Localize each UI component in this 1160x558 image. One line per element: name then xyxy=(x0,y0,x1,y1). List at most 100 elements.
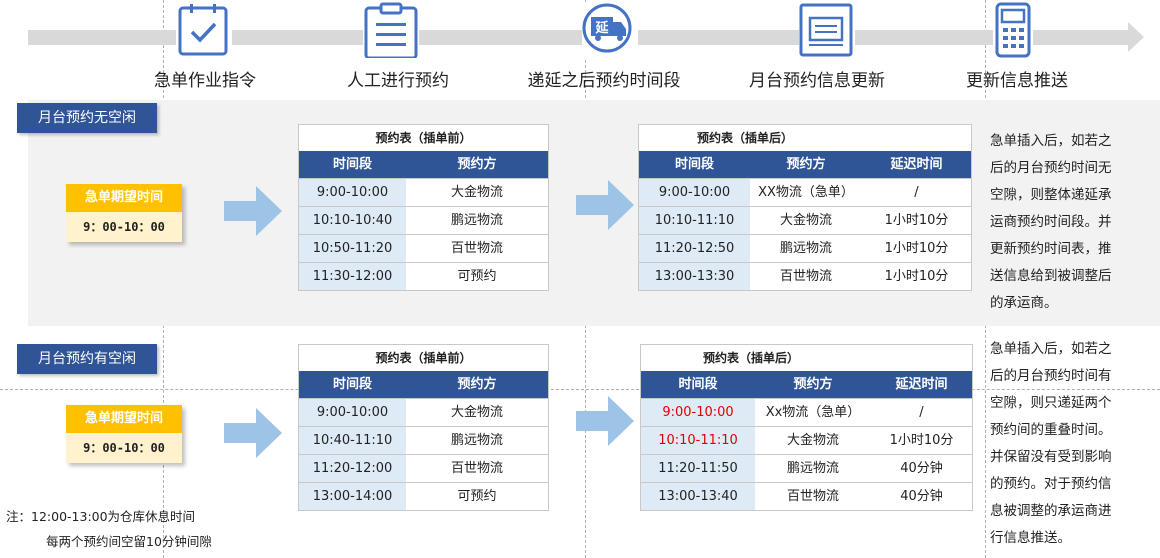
header-cell: 预约方 xyxy=(457,377,497,392)
description-line: 后的月台预约时间有 xyxy=(990,368,1112,384)
step-label-2: 人工进行预约 xyxy=(347,71,449,91)
table-row: 13:00-13:30 百世物流 1小时10分 xyxy=(639,262,971,290)
description-line: 急单插入后，如若之 xyxy=(990,341,1112,357)
description-line: 急单插入后，如若之 xyxy=(990,133,1112,149)
table-row: 13:00-14:00 可预约 xyxy=(299,482,548,510)
description-line: 行信息推送。 xyxy=(990,530,1071,546)
table-row: 11:20-12:00 百世物流 xyxy=(299,454,548,482)
scenario2-after-table: 预约表（插单后） 时间段 预约方 延迟时间 9:00-10:00 Xx物流（急单… xyxy=(640,344,973,511)
header-cell: 时间段 xyxy=(332,377,372,392)
scenario2-expected-time: 急单期望时间 9：00-10：00 xyxy=(66,405,182,463)
table-row: 13:00-13:40 百世物流 40分钟 xyxy=(641,482,972,510)
table-title: 预约表（插单前） xyxy=(375,351,472,365)
scenario1-expected-time: 急单期望时间 9：00-10：00 xyxy=(66,184,182,242)
description-line: 空隙，则只递延两个 xyxy=(990,395,1112,411)
carrier-cell: 鹏远物流 xyxy=(779,241,832,256)
footnote-gap-rule: 每两个预约间空留10分钟间隙 xyxy=(46,534,212,549)
monitor-update-icon xyxy=(799,3,853,57)
table-row: 11:20-12:50 鹏远物流 1小时10分 xyxy=(639,234,971,262)
scenario1-after-table: 预约表（插单后） 时间段 预约方 延迟时间 9:00-10:00 XX物流（急单… xyxy=(638,124,972,291)
table-title: 预约表（插单后） xyxy=(697,131,794,145)
carrier-cell: 鹏远物流 xyxy=(450,213,503,228)
step-label-5: 更新信息推送 xyxy=(966,71,1068,91)
time-cell: 9:00-10:00 xyxy=(639,179,750,206)
mobile-phone-icon xyxy=(995,2,1031,58)
right-arrow-icon xyxy=(576,180,634,230)
delay-truck-icon: 延 xyxy=(582,3,632,53)
carrier-cell: Xx物流（急单） xyxy=(765,405,861,420)
scenario1-tag: 月台预约无空闲 xyxy=(17,103,157,133)
carrier-cell: 鹏远物流 xyxy=(450,433,503,448)
delay-cell: 40分钟 xyxy=(900,461,943,476)
step-label-1: 急单作业指令 xyxy=(154,71,256,91)
description-line: 送信息给到被调整后 xyxy=(990,268,1112,284)
description-line: 运商预约时间段。并 xyxy=(990,214,1112,230)
time-cell: 13:00-13:40 xyxy=(641,483,755,510)
header-cell: 时间段 xyxy=(674,157,714,172)
description-line: 息被调整的承运商进 xyxy=(990,503,1112,519)
table-row: 10:40-11:10 鹏远物流 xyxy=(299,426,548,454)
header-cell: 时间段 xyxy=(332,157,372,172)
table-header-row: 时间段 预约方 延迟时间 xyxy=(641,371,972,398)
carrier-cell: 百世物流 xyxy=(450,461,503,476)
header-cell: 延迟时间 xyxy=(895,377,948,392)
delay-cell: 1小时10分 xyxy=(889,433,954,448)
carrier-cell: 大金物流 xyxy=(779,213,832,228)
header-cell: 预约方 xyxy=(793,377,833,392)
carrier-cell: 百世物流 xyxy=(786,489,839,504)
time-cell: 10:40-11:10 xyxy=(299,427,406,454)
step-icon-4 xyxy=(799,2,855,58)
description-line: 更新预约时间表，推 xyxy=(990,241,1112,257)
checkbox-icon xyxy=(178,4,228,56)
header-cell: 预约方 xyxy=(457,157,497,172)
scenario1-description: 急单插入后，如若之 后的月台预约时间无 空隙，则整体递延承 运商预约时间段。并 … xyxy=(990,128,1128,317)
expected-time-title: 急单期望时间 xyxy=(66,184,182,212)
table-row: 11:30-12:00 可预约 xyxy=(299,262,548,290)
time-cell: 10:50-11:20 xyxy=(299,235,406,262)
time-cell: 11:20-12:50 xyxy=(639,235,750,262)
carrier-cell: 百世物流 xyxy=(450,241,503,256)
time-cell: 11:30-12:00 xyxy=(299,263,406,290)
delay-cell: 1小时10分 xyxy=(884,213,949,228)
description-line: 并保留没有受到影响 xyxy=(990,449,1112,465)
carrier-cell: XX物流（急单） xyxy=(758,185,854,200)
table-row: 9:00-10:00 XX物流（急单） / xyxy=(639,178,971,206)
scenario2-description: 急单插入后，如若之 后的月台预约时间有 空隙，则只递延两个 预约间的重叠时间。 … xyxy=(990,336,1128,552)
table-row: 10:10-10:40 鹏远物流 xyxy=(299,206,548,234)
table-row: 9:00-10:00 Xx物流（急单） / xyxy=(641,398,972,426)
step-label-4: 月台预约信息更新 xyxy=(749,71,885,91)
carrier-cell: 大金物流 xyxy=(786,433,839,448)
description-line: 预约间的重叠时间。 xyxy=(990,422,1112,438)
time-cell: 9:00-10:00 xyxy=(299,399,406,426)
table-row: 10:50-11:20 百世物流 xyxy=(299,234,548,262)
guide-line-horizontal xyxy=(0,389,1160,390)
carrier-cell: 大金物流 xyxy=(450,185,503,200)
flow-arrowhead xyxy=(1128,22,1144,52)
carrier-cell: 大金物流 xyxy=(450,405,503,420)
table-header-row: 时间段 预约方 xyxy=(299,151,548,178)
carrier-cell: 鹏远物流 xyxy=(786,461,839,476)
table-row: 10:10-11:10 大金物流 1小时10分 xyxy=(639,206,971,234)
description-line: 空隙，则整体递延承 xyxy=(990,187,1112,203)
table-row: 9:00-10:00 大金物流 xyxy=(299,178,548,206)
time-cell: 11:20-11:50 xyxy=(641,455,755,482)
step-icon-1 xyxy=(176,2,232,58)
table-header-row: 时间段 预约方 延迟时间 xyxy=(639,151,971,178)
carrier-cell: 百世物流 xyxy=(779,269,832,284)
header-cell: 预约方 xyxy=(786,157,826,172)
time-cell: 10:10-10:40 xyxy=(299,207,406,234)
delay-badge-text: 延 xyxy=(594,20,609,36)
description-line: 后的月台预约时间无 xyxy=(990,160,1112,176)
right-arrow-icon xyxy=(224,408,282,458)
table-row: 10:10-11:10 大金物流 1小时10分 xyxy=(641,426,972,454)
expected-time-value: 9：00-10：00 xyxy=(66,433,182,463)
time-cell: 11:20-12:00 xyxy=(299,455,406,482)
step-icon-2 xyxy=(363,2,419,60)
time-cell: 9:00-10:00 xyxy=(299,179,406,206)
right-arrow-icon xyxy=(576,396,634,446)
expected-time-title: 急单期望时间 xyxy=(66,405,182,433)
footnote-rest-time: 注：12:00-13:00为仓库休息时间 xyxy=(6,509,196,524)
delay-cell: 1小时10分 xyxy=(884,241,949,256)
time-cell-highlighted: 10:10-11:10 xyxy=(641,427,755,454)
delay-cell: / xyxy=(919,405,924,420)
